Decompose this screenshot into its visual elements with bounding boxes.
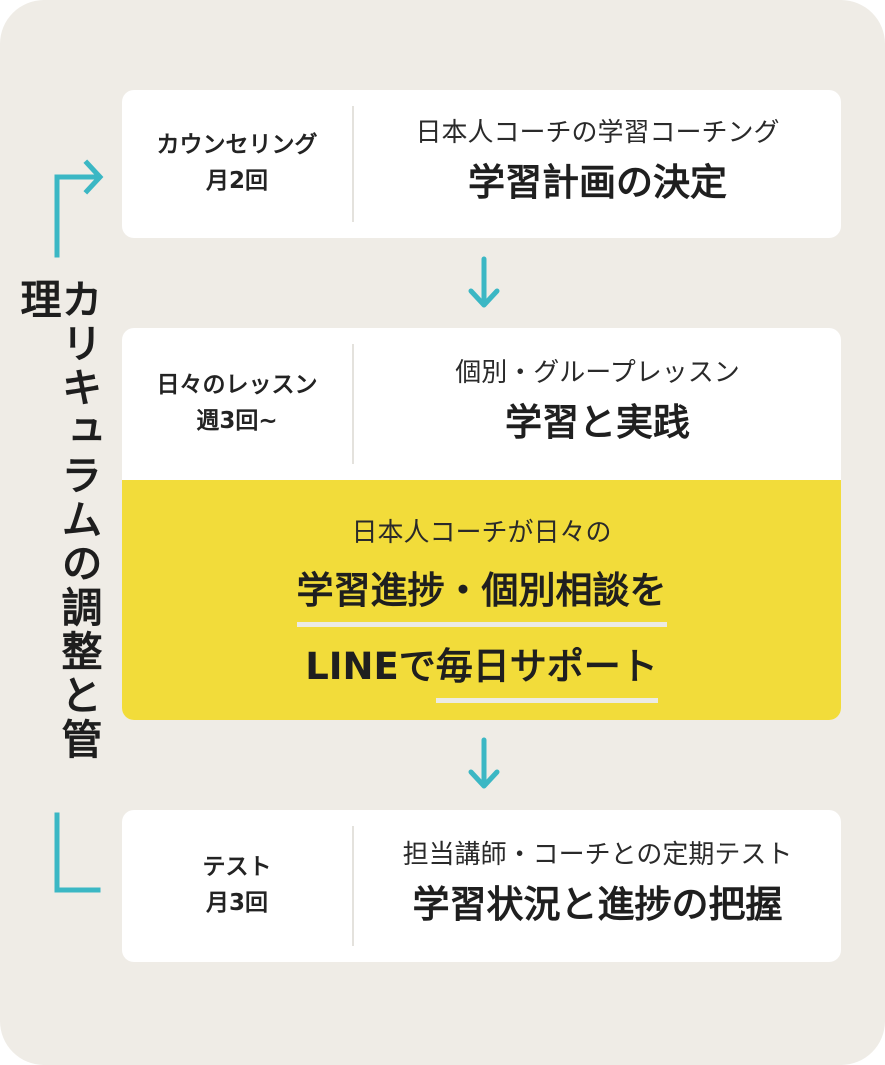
- test-title: テスト: [202, 854, 272, 881]
- lesson-meta: 日々のレッスン 週3回~: [122, 328, 352, 480]
- counseling-subtitle: 日本人コーチの学習コーチング: [415, 118, 780, 149]
- line-support-highlight: 日本人コーチが日々の 学習進捗・個別相談を LINEで毎日サポート: [122, 480, 841, 720]
- lesson-main-text: 学習と実践: [505, 401, 690, 444]
- down-arrow-icon: [468, 737, 500, 789]
- curriculum-label-text: カリキュラムの調整と管理: [13, 278, 102, 762]
- highlight-line-1-text: 学習進捗・個別相談を: [296, 569, 667, 627]
- lesson-content: 個別・グループレッスン 学習と実践: [354, 328, 841, 480]
- step-lesson-block: 日々のレッスン 週3回~ 個別・グループレッスン 学習と実践 日本人コーチが日々…: [122, 328, 841, 720]
- step-counseling-card: カウンセリング 月2回 日本人コーチの学習コーチング 学習計画の決定: [122, 90, 841, 238]
- test-content: 担当講師・コーチとの定期テスト 学習状況と進捗の把握: [354, 810, 841, 962]
- highlight-line-2-emphasis: 毎日サポート: [435, 645, 658, 703]
- lesson-title: 日々のレッスン: [156, 372, 318, 399]
- step-lesson-card: 日々のレッスン 週3回~ 個別・グループレッスン 学習と実践: [122, 328, 841, 480]
- test-subtitle: 担当講師・コーチとの定期テスト: [402, 840, 793, 871]
- counseling-frequency: 月2回: [205, 168, 268, 194]
- highlight-subtitle: 日本人コーチが日々の: [351, 518, 612, 548]
- test-frequency: 月3回: [205, 890, 268, 916]
- test-main-text: 学習状況と進捗の把握: [412, 883, 783, 926]
- card-divider: [352, 106, 354, 222]
- lesson-frequency: 週3回~: [196, 408, 278, 434]
- counseling-meta: カウンセリング 月2回: [122, 90, 352, 238]
- step-test-card: テスト 月3回 担当講師・コーチとの定期テスト 学習状況と進捗の把握: [122, 810, 841, 962]
- highlight-line-2-prefix: LINEで: [305, 645, 436, 688]
- highlight-line-1: 学習進捗・個別相談を: [122, 569, 841, 627]
- highlight-line-2: LINEで毎日サポート: [122, 645, 841, 703]
- counseling-main-text: 学習計画の決定: [468, 161, 727, 204]
- test-meta: テスト 月3回: [122, 810, 352, 962]
- card-divider: [352, 344, 354, 464]
- down-arrow-icon: [468, 256, 500, 308]
- card-divider: [352, 826, 354, 946]
- lesson-subtitle: 個別・グループレッスン: [455, 358, 740, 389]
- counseling-title: カウンセリング: [156, 132, 318, 159]
- curriculum-label: カリキュラムの調整と管理: [13, 278, 102, 803]
- counseling-content: 日本人コーチの学習コーチング 学習計画の決定: [354, 90, 841, 238]
